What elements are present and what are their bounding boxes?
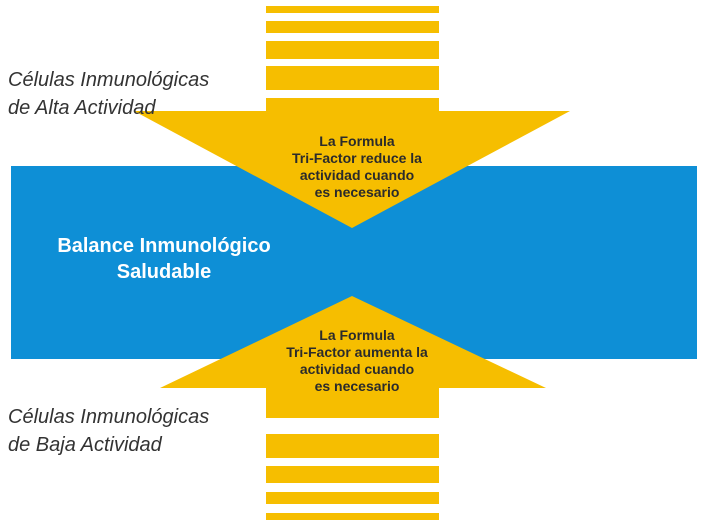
- high-activity-label-line1: Células Inmunológicas: [8, 69, 210, 91]
- up-arrow-text-line3: actividad cuando: [299, 361, 415, 377]
- down-arrow-text-line1: La Formula: [319, 133, 395, 149]
- bottom-stripe: [266, 466, 439, 483]
- balance-label: Balance Inmunológico Saludable: [14, 233, 314, 285]
- bottom-stripe: [266, 513, 439, 520]
- up-arrow-text-line4: es necesario: [314, 378, 400, 394]
- balance-label-line1: Balance Inmunológico: [57, 235, 271, 257]
- low-activity-label-line2: de Baja Actividad: [8, 434, 162, 456]
- top-stripes: [266, 6, 439, 90]
- high-activity-label-line2: de Alta Actividad: [8, 97, 156, 119]
- down-arrow: [134, 98, 570, 228]
- up-arrow-text: La Formula Tri-Factor aumenta la activid…: [247, 327, 467, 395]
- bottom-stripe: [266, 434, 439, 458]
- high-activity-label: Células Inmunológicas de Alta Actividad: [8, 66, 209, 122]
- top-stripe: [266, 21, 439, 33]
- low-activity-label: Células Inmunológicas de Baja Actividad: [8, 403, 209, 459]
- bottom-stripes: [266, 434, 439, 520]
- down-arrow-text-line2: Tri-Factor reduce la: [292, 150, 422, 166]
- bottom-stripe: [266, 492, 439, 504]
- down-arrow-text-line4: es necesario: [314, 184, 400, 200]
- down-arrow-text: La Formula Tri-Factor reduce la activida…: [247, 133, 467, 201]
- up-arrow-text-line2: Tri-Factor aumenta la: [286, 344, 428, 360]
- low-activity-label-line1: Células Inmunológicas: [8, 406, 210, 428]
- top-stripe: [266, 66, 439, 90]
- balance-label-line2: Saludable: [116, 261, 212, 283]
- top-stripe: [266, 41, 439, 59]
- top-stripe: [266, 6, 439, 13]
- up-arrow: [160, 296, 546, 418]
- down-arrow-text-line3: actividad cuando: [299, 167, 415, 183]
- up-arrow-text-line1: La Formula: [319, 327, 395, 343]
